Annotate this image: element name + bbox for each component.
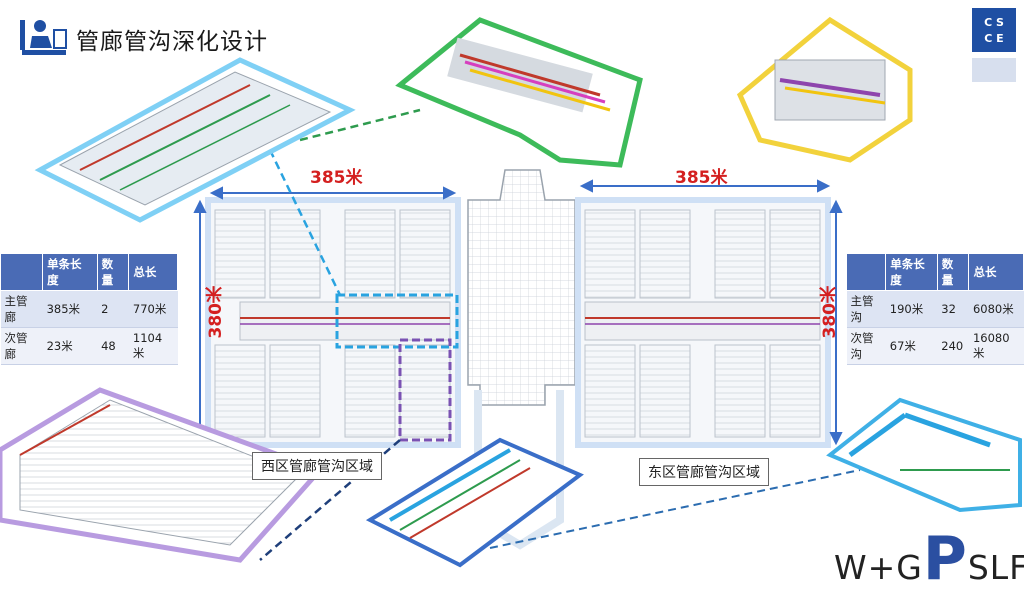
brand-big-letter: P: [922, 524, 968, 594]
company-logo-icon: C S C E: [972, 8, 1016, 82]
table-cell: 16080米: [968, 327, 1024, 365]
table-header: 总长: [128, 253, 178, 291]
table-cell: 190米: [885, 290, 938, 328]
table-cell: 2: [97, 290, 129, 328]
east-width-label: 385米: [675, 168, 728, 188]
east-height-label: 380米: [820, 286, 840, 339]
table-row: 主管廊 385米 2 770米: [0, 290, 178, 328]
main-trench-table: 单条长度 数量 总长 主管沟 190米 32 6080米 次管沟 67米 240…: [845, 253, 1024, 365]
page-title: 管廊管沟深化设计: [76, 29, 268, 55]
model-thumbnail-corridor-detail: [395, 17, 643, 168]
table-cell: 48: [97, 327, 129, 365]
west-zone-label: 西区管廊管沟区域: [252, 452, 382, 480]
table-cell: 次管廊: [0, 327, 43, 365]
model-thumbnail-west-overview: [34, 57, 356, 223]
west-zone-plan: [205, 197, 461, 448]
table-cell: 次管沟: [846, 327, 886, 365]
table-cell: 32: [937, 290, 969, 328]
table-cell: 1104米: [128, 327, 178, 365]
table-row: 次管廊 23米 48 1104米: [0, 327, 178, 365]
brand-suffix: SLF: [967, 548, 1024, 587]
table-cell: 385米: [42, 290, 98, 328]
model-thumbnail-secondary-corridor: [0, 387, 325, 563]
west-width-label: 385米: [310, 168, 363, 188]
table-header: 数量: [96, 253, 130, 291]
table-header: 单条长度: [42, 253, 98, 291]
svg-text:C S: C S: [984, 16, 1004, 29]
table-row: 主管沟 190米 32 6080米: [846, 290, 1024, 328]
svg-text:C E: C E: [984, 32, 1003, 45]
brand-mark: W+GPSLF: [834, 524, 1024, 594]
table-row: 次管沟 67米 240 16080米: [846, 327, 1024, 365]
dimension-arrows: [193, 179, 843, 446]
table-cell: 67米: [885, 327, 938, 365]
model-thumbnail-east-trench: [826, 397, 1022, 513]
table-header: [0, 253, 44, 291]
table-header: 数量: [936, 253, 970, 291]
main-corridor-table: 单条长度 数量 总长 主管廊 385米 2 770米 次管廊 23米 48 11…: [0, 253, 178, 365]
table-cell: 23米: [42, 327, 98, 365]
brand-prefix: W+G: [834, 548, 923, 587]
table-cell: 主管沟: [846, 290, 886, 328]
east-zone-plan: [575, 197, 831, 448]
worker-logo-icon: [20, 20, 67, 55]
table-header: 单条长度: [885, 253, 938, 291]
table-cell: 主管廊: [0, 290, 43, 328]
table-cell: 6080米: [968, 290, 1024, 328]
table-cell: 770米: [128, 290, 178, 328]
table-header: [845, 253, 887, 291]
east-zone-label: 东区管廊管沟区域: [639, 458, 769, 486]
model-thumbnail-center-trench: [365, 437, 584, 568]
table-cell: 240: [937, 327, 969, 365]
model-thumbnail-east-detail: [736, 16, 913, 163]
site-plan-graphic: [0, 16, 1022, 568]
west-height-label: 380米: [206, 286, 226, 339]
table-header: 总长: [968, 253, 1024, 291]
